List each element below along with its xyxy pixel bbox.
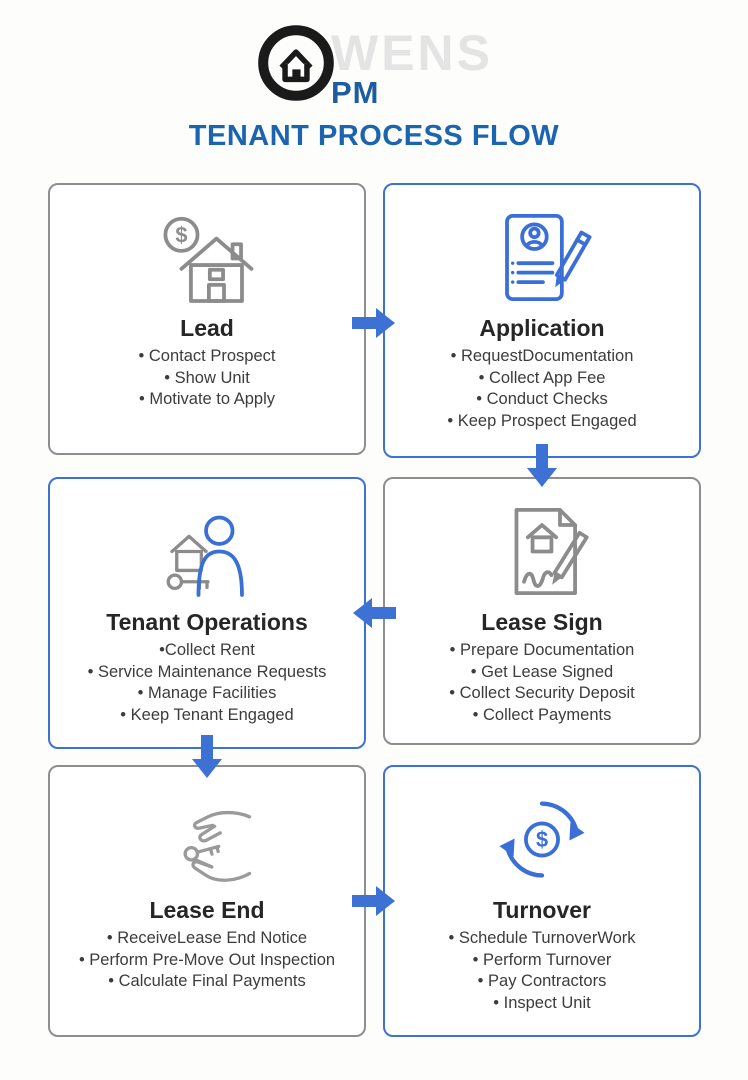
card-bullets: • Contact Prospect • Show Unit • Motivat… (139, 346, 276, 410)
bullet: • Conduct Checks (476, 390, 608, 409)
header: WENS PM TENANT PROCESS FLOW (0, 22, 748, 153)
brand-name-rest: WENS (331, 25, 493, 81)
brand-logo: WENS PM (0, 22, 748, 108)
bullet: • Collect Payments (472, 705, 612, 724)
bullet: • Inspect Unit (493, 993, 591, 1012)
card-tenant-operations: Tenant Operations •Collect Rent • Servic… (48, 477, 366, 749)
svg-text:$: $ (175, 222, 187, 247)
svg-text:$: $ (536, 827, 548, 852)
money-cycle-icon: $ (490, 787, 594, 891)
bullet: • Pay Contractors (477, 972, 607, 991)
brand-text: WENS PM (331, 22, 493, 108)
bullet: • Keep Prospect Engaged (447, 411, 637, 430)
bullet: • Calculate Final Payments (108, 972, 306, 991)
card-title: Turnover (493, 897, 591, 923)
house-dollar-icon: $ (155, 205, 259, 309)
lease-document-pen-icon (490, 499, 594, 603)
bullet: • Keep Tenant Engaged (120, 705, 294, 724)
bullet: • Manage Facilities (137, 684, 277, 703)
card-application: Application • RequestDocumentation • Col… (383, 183, 701, 458)
bullet: • Service Maintenance Requests (87, 662, 327, 681)
page-title: TENANT PROCESS FLOW (188, 120, 560, 152)
card-turnover: $ Turnover • Schedule TurnoverWork • Per… (383, 765, 701, 1037)
card-lease-end: Lease End • ReceiveLease End Notice • Pe… (48, 765, 366, 1037)
card-title: Application (479, 315, 605, 341)
bullet: • Perform Pre-Move Out Inspection (78, 950, 336, 969)
bullet: • Show Unit (164, 368, 250, 387)
card-title: Tenant Operations (106, 609, 308, 635)
card-lease-sign: Lease Sign • Prepare Documentation • Get… (383, 477, 701, 745)
bullet: • Motivate to Apply (138, 390, 275, 409)
bullet: •Collect Rent (159, 641, 255, 660)
bullet: • RequestDocumentation (450, 347, 634, 366)
arrow-lease-sign-to-tenant-operations (352, 596, 396, 630)
card-bullets: • RequestDocumentation • Collect App Fee… (447, 346, 636, 432)
hands-key-icon (155, 787, 259, 891)
card-title: Lead (180, 315, 234, 341)
bullet: • Schedule TurnoverWork (448, 929, 636, 948)
card-lead: $ Lead • Contact Prospect • Show Unit • … (48, 183, 366, 455)
arrow-lead-to-application (352, 306, 396, 340)
card-title: Lease End (149, 897, 265, 923)
application-document-icon (490, 205, 594, 309)
bullet: • Perform Turnover (472, 950, 612, 969)
arrow-application-to-lease-sign (525, 444, 559, 488)
bullet: • Prepare Documentation (449, 641, 635, 660)
tenant-house-key-icon (155, 499, 259, 603)
card-bullets: • ReceiveLease End Notice • Perform Pre-… (79, 928, 335, 992)
arrow-tenant-operations-to-lease-end (190, 735, 224, 779)
card-bullets: • Schedule TurnoverWork • Perform Turnov… (448, 928, 635, 1014)
card-bullets: •Collect Rent • Service Maintenance Requ… (88, 640, 327, 726)
owens-ring-house-icon (258, 25, 334, 101)
card-title: Lease Sign (481, 609, 603, 635)
bullet: • Get Lease Signed (470, 662, 614, 681)
bullet: • ReceiveLease End Notice (106, 929, 308, 948)
brand-name-sub: PM (331, 75, 380, 110)
arrow-lease-end-to-turnover (352, 884, 396, 918)
bullet: • Contact Prospect (138, 347, 276, 366)
bullet: • Collect App Fee (478, 368, 606, 387)
bullet: • Collect Security Deposit (449, 684, 635, 703)
card-bullets: • Prepare Documentation • Get Lease Sign… (449, 640, 635, 726)
